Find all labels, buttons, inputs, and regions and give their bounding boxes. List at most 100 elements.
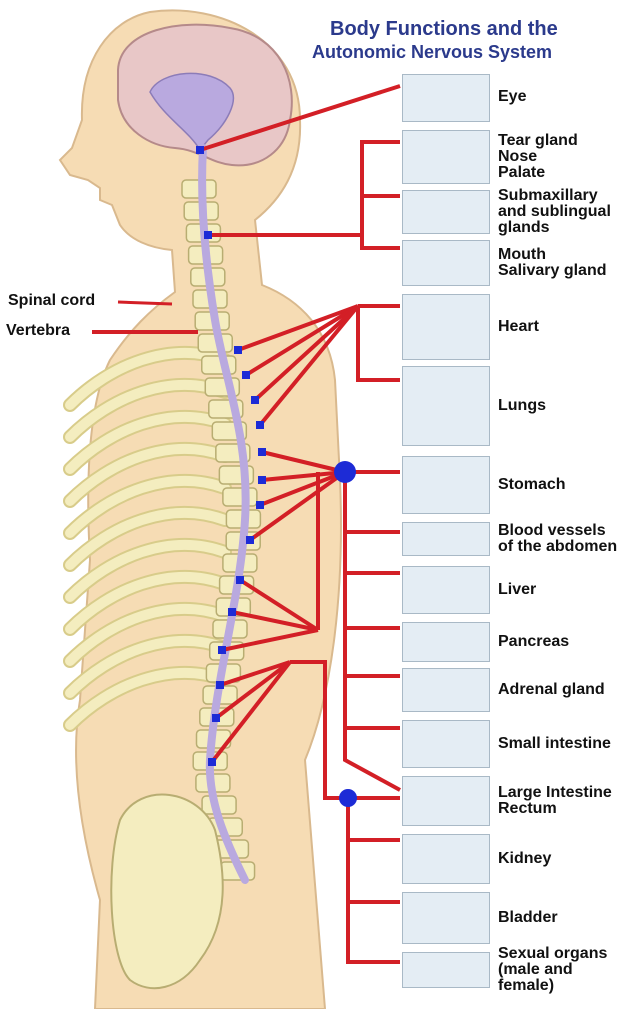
- organ-label-line: Mouth: [498, 246, 546, 263]
- rib-highlight: [65, 476, 230, 538]
- nerve-line: [231, 610, 319, 632]
- organ-box-blood-vessels: [402, 522, 490, 556]
- organ-label-liver: Liver: [498, 582, 536, 598]
- organ-label-kidney: Kidney: [498, 851, 551, 867]
- nerve-line: [343, 472, 401, 792]
- celiac-ganglion: [334, 461, 356, 483]
- organ-box-stomach: [402, 456, 490, 514]
- nerve-line: [248, 470, 347, 542]
- organ-label-line: Blood vessels: [498, 522, 606, 539]
- brain-core: [149, 72, 235, 152]
- organ-label-line: of the abdomen: [498, 538, 618, 555]
- spinal-ganglion: [258, 476, 266, 484]
- nerve-line: [221, 628, 319, 652]
- nerve-line: [244, 304, 360, 377]
- diagram-title-line1: Body Functions and the: [330, 18, 558, 40]
- organ-label-line: Heart: [498, 318, 539, 335]
- organ-label-line: Rectum: [498, 800, 557, 817]
- organ-label-line: Palate: [498, 164, 546, 181]
- spinal-ganglion: [242, 371, 250, 379]
- spinal-ganglion: [246, 536, 254, 544]
- organ-box-heart: [402, 294, 490, 360]
- organ-box-lungs: [402, 366, 490, 446]
- organ-label-line: glands: [498, 219, 550, 236]
- nerve-connections: [92, 84, 401, 964]
- organ-label-adrenal: Adrenal gland: [498, 682, 605, 698]
- rib-cage: [63, 346, 232, 732]
- nerve-line: [253, 304, 360, 402]
- organ-label-line: Large Intestine: [498, 784, 612, 801]
- spinal-ganglion: [216, 681, 224, 689]
- organ-label-stomach: Stomach: [498, 477, 566, 493]
- organ-box-tear-gland: [402, 130, 490, 184]
- organ-box-eye: [402, 74, 490, 122]
- mesenteric-ganglion: [339, 789, 357, 807]
- rib-highlight: [65, 604, 230, 666]
- nerve-line: [199, 84, 401, 152]
- organ-box-mouth: [402, 240, 490, 286]
- nerve-line: [356, 306, 400, 382]
- nerve-line: [219, 660, 291, 687]
- nerve-line: [290, 660, 400, 800]
- spinal-ganglion: [236, 576, 244, 584]
- organ-box-bladder: [402, 892, 490, 944]
- organ-label-lungs: Lungs: [498, 398, 546, 414]
- organ-label-line: Lungs: [498, 397, 546, 414]
- spinal-ganglion: [196, 146, 204, 154]
- spinal-ganglion: [208, 758, 216, 766]
- nerve-line: [346, 798, 400, 964]
- organ-box-adrenal: [402, 668, 490, 712]
- organ-box-large-intestine: [402, 776, 490, 826]
- spinal-ganglion: [204, 231, 212, 239]
- rib-highlight: [65, 348, 230, 410]
- organ-label-eye: Eye: [498, 89, 526, 105]
- organ-label-line: female): [498, 977, 555, 994]
- side-label-spinal-cord: Spinal cord: [8, 292, 96, 309]
- spinal-ganglion: [256, 501, 264, 509]
- organ-box-sexual-organs: [402, 952, 490, 988]
- rib-highlight: [65, 412, 230, 474]
- organ-box-liver: [402, 566, 490, 614]
- nerve-line: [117, 300, 173, 306]
- organ-label-line: Adrenal gland: [498, 681, 605, 698]
- organ-box-kidney: [402, 834, 490, 884]
- ganglia: [196, 146, 357, 807]
- rib-highlight: [65, 444, 230, 506]
- organ-label-line: Eye: [498, 88, 527, 105]
- organ-label-line: Submaxillary: [498, 187, 598, 204]
- spinal-ganglion: [234, 346, 242, 354]
- organ-label-line: Bladder: [498, 909, 558, 926]
- organ-label-line: Stomach: [498, 476, 566, 493]
- side-label-vertebra: Vertebra: [6, 322, 71, 339]
- organ-label-line: Nose: [498, 148, 538, 165]
- spinal-ganglion: [228, 608, 236, 616]
- rib-highlight: [65, 668, 230, 730]
- nerve-line: [258, 304, 360, 427]
- spinal-ganglion: [212, 714, 220, 722]
- nerve-line: [259, 470, 346, 507]
- nerve-line: [261, 470, 346, 482]
- rib-highlight: [65, 572, 230, 634]
- organ-label-pancreas: Pancreas: [498, 634, 569, 650]
- nerve-line: [237, 304, 359, 352]
- organ-label-line: (male and: [498, 961, 573, 978]
- nerve-line: [238, 578, 320, 632]
- organ-label-heart: Heart: [498, 319, 539, 335]
- organ-label-bladder: Bladder: [498, 910, 558, 926]
- organ-label-line: Salivary gland: [498, 262, 607, 279]
- spinal-cord: [198, 144, 250, 884]
- pelvis: [110, 793, 224, 990]
- organ-box-small-intestine: [402, 720, 490, 768]
- spinal-ganglion: [218, 646, 226, 654]
- spinal-ganglion: [258, 448, 266, 456]
- organ-box-submaxillary: [402, 190, 490, 234]
- diagram-title-line2: Autonomic Nervous System: [312, 42, 553, 62]
- organ-label-small-intestine: Small intestine: [498, 736, 611, 752]
- organ-label-line: and sublingual: [498, 203, 611, 220]
